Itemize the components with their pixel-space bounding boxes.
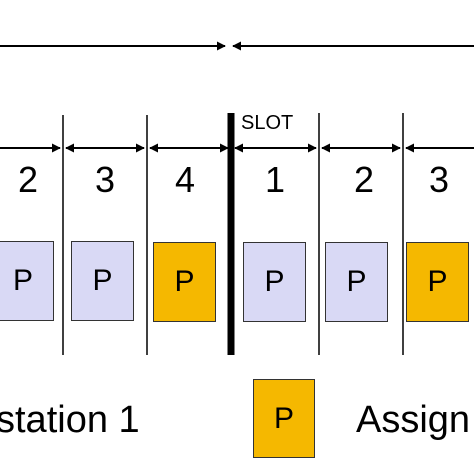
packet-unassigned: P — [243, 242, 306, 322]
packet-assigned: P — [406, 242, 469, 322]
slot-number: 2 — [353, 159, 375, 200]
packet-assigned: P — [153, 242, 216, 322]
slot-label: SLOT — [241, 112, 294, 134]
slot-number: 3 — [94, 159, 116, 200]
slot-number: 2 — [17, 159, 39, 200]
packet-unassigned: P — [0, 241, 54, 321]
slot-number: 1 — [264, 159, 286, 200]
legend-text-station: station 1 — [0, 399, 140, 441]
slot-number: 4 — [174, 159, 196, 200]
slot-number: 3 — [428, 159, 450, 200]
packet-unassigned: P — [325, 242, 388, 322]
legend-text-assigned: Assign — [356, 399, 471, 441]
packet-unassigned: P — [71, 241, 134, 321]
legend-swatch-assigned: P — [253, 379, 315, 458]
